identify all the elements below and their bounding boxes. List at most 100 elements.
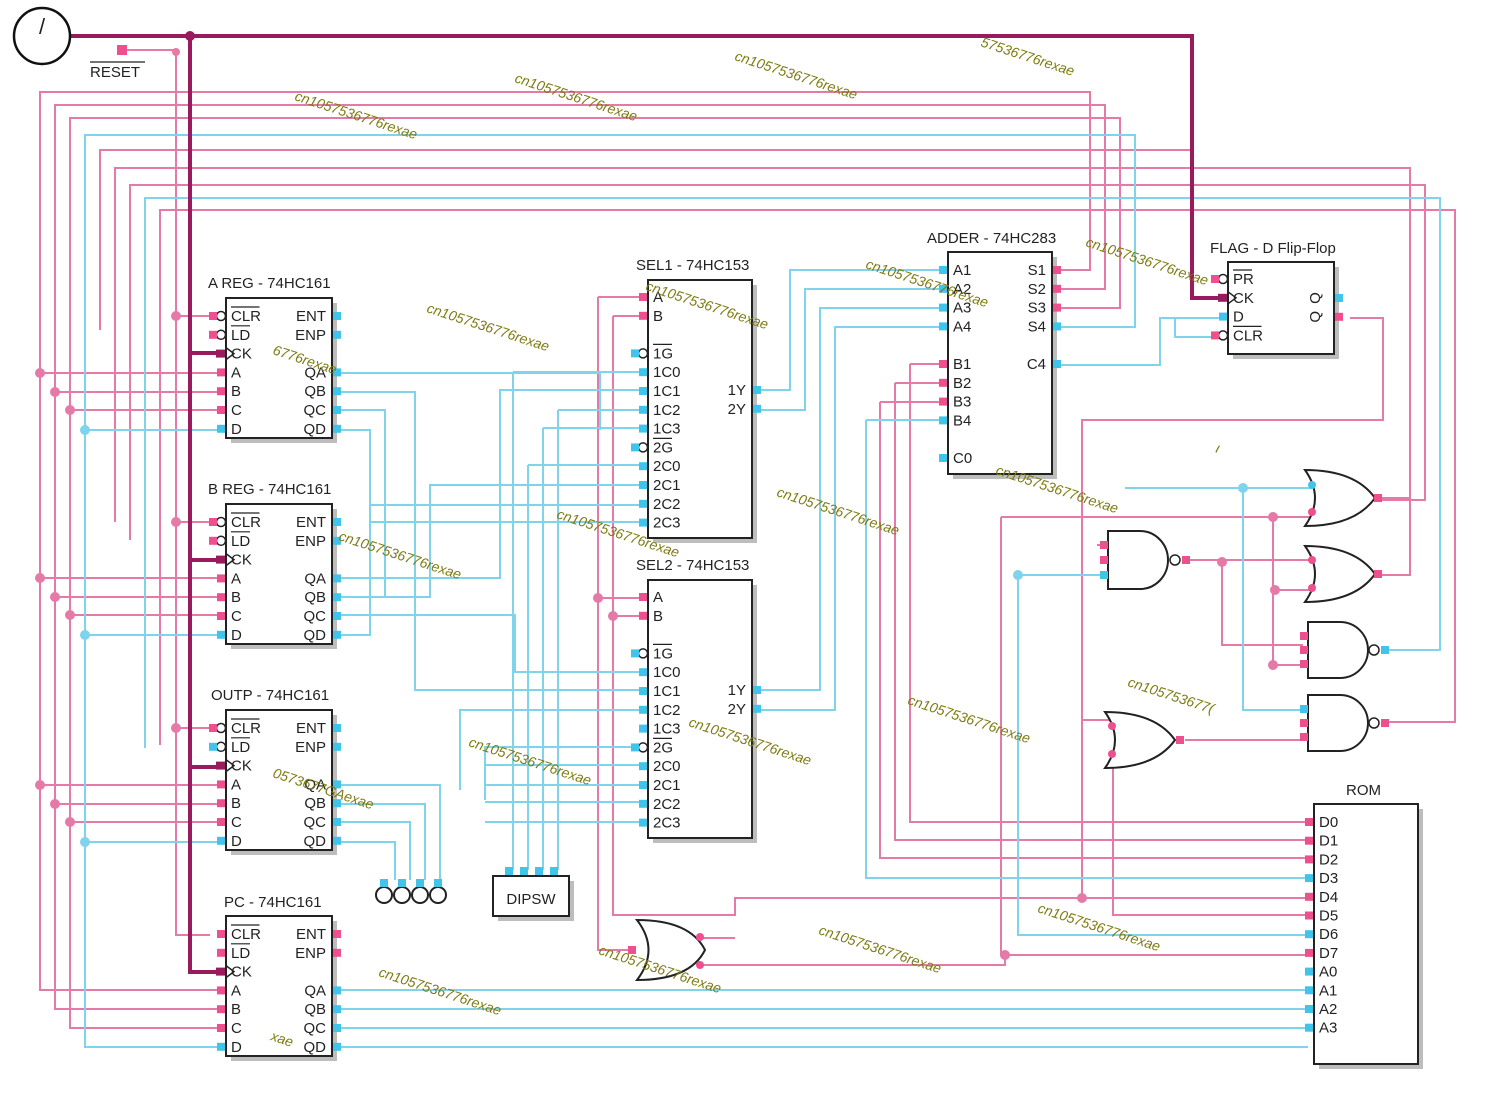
inverted-pin[interactable] — [637, 442, 649, 453]
pin[interactable] — [333, 424, 341, 433]
pin[interactable] — [217, 406, 225, 414]
pin[interactable] — [1305, 874, 1313, 883]
pin[interactable] — [333, 612, 341, 620]
pin[interactable] — [939, 454, 947, 462]
pin[interactable] — [217, 986, 225, 995]
or-gate-3[interactable] — [1103, 710, 1177, 770]
pin[interactable] — [217, 424, 225, 433]
pin[interactable] — [1053, 322, 1061, 331]
pin[interactable] — [939, 378, 947, 387]
clock-pin[interactable] — [216, 761, 225, 770]
pin[interactable] — [1305, 911, 1313, 920]
pin[interactable] — [209, 312, 217, 320]
nand-gate-1[interactable] — [1107, 530, 1181, 590]
pin[interactable] — [939, 284, 947, 293]
pin[interactable] — [639, 424, 647, 433]
pin[interactable] — [217, 1042, 225, 1051]
inverted-pin[interactable] — [1217, 330, 1229, 341]
pin[interactable] — [753, 686, 761, 694]
pin[interactable] — [209, 724, 217, 732]
pin[interactable] — [639, 593, 647, 601]
inverted-pin[interactable] — [637, 742, 649, 753]
pin[interactable] — [639, 311, 647, 320]
pin[interactable] — [333, 930, 341, 938]
pin[interactable] — [333, 368, 341, 377]
pin[interactable] — [217, 799, 225, 808]
pin[interactable] — [333, 574, 341, 583]
pin[interactable] — [217, 593, 225, 602]
pin[interactable] — [333, 387, 341, 396]
or-gate-1[interactable] — [1303, 468, 1410, 528]
pin[interactable] — [753, 704, 761, 713]
or-gate-2[interactable] — [1303, 544, 1377, 604]
pin[interactable] — [333, 630, 341, 639]
pin[interactable] — [1305, 892, 1313, 901]
pin[interactable] — [1305, 986, 1313, 995]
pin[interactable] — [333, 518, 341, 526]
chip-adder[interactable]: ADDER - 74HC283A1A2A3A4B1B2B3B4C0S1S2S3S… — [927, 230, 1061, 479]
inverted-pin[interactable] — [1217, 273, 1229, 285]
inverted-pin[interactable] — [215, 516, 227, 528]
pin[interactable] — [209, 536, 217, 545]
inverted-pin[interactable] — [215, 741, 227, 753]
pin[interactable] — [639, 762, 647, 771]
pin[interactable] — [333, 593, 341, 602]
pin[interactable] — [1053, 266, 1061, 274]
inverted-pin[interactable] — [215, 535, 227, 547]
pin[interactable] — [333, 724, 341, 732]
pin[interactable] — [639, 724, 647, 733]
reset-pin[interactable] — [117, 45, 127, 55]
pin[interactable] — [333, 742, 341, 751]
pin[interactable] — [639, 368, 647, 377]
pin[interactable] — [639, 799, 647, 808]
pin[interactable] — [333, 1024, 341, 1032]
pin[interactable] — [639, 293, 647, 301]
pin[interactable] — [639, 668, 647, 677]
pin[interactable] — [639, 499, 647, 508]
reset-switch[interactable]: RESET — [90, 45, 176, 81]
pin[interactable] — [209, 518, 217, 526]
clock-source-icon[interactable] — [12, 6, 72, 66]
pin[interactable] — [1211, 331, 1219, 340]
pin[interactable] — [639, 611, 647, 620]
pin[interactable] — [753, 404, 761, 413]
pin[interactable] — [1305, 855, 1313, 864]
pin[interactable] — [639, 705, 647, 714]
pin[interactable] — [1305, 967, 1313, 976]
clock-pin[interactable] — [216, 967, 225, 976]
clock-pin[interactable] — [216, 555, 225, 564]
pin[interactable] — [1211, 275, 1219, 283]
pin[interactable] — [217, 780, 225, 789]
pin[interactable] — [1305, 1023, 1313, 1032]
chip-sel1[interactable]: SEL1 - 74HC153AB1G1C01C11C21C32G2C02C12C… — [631, 257, 761, 543]
pin[interactable] — [639, 462, 647, 471]
pin[interactable] — [333, 312, 341, 320]
inverted-pin[interactable] — [637, 648, 649, 659]
pin[interactable] — [333, 1005, 341, 1014]
pin[interactable] — [1053, 360, 1061, 368]
pin[interactable] — [1305, 930, 1313, 939]
pin[interactable] — [639, 818, 647, 827]
pin[interactable] — [209, 330, 217, 339]
chip-sel2[interactable]: SEL2 - 74HC153AB1G1C01C11C21C32G2C02C12C… — [631, 557, 761, 843]
pin[interactable] — [217, 818, 225, 826]
pin[interactable] — [333, 799, 341, 808]
pin[interactable] — [217, 1024, 225, 1032]
pin[interactable] — [1305, 1005, 1313, 1013]
pin[interactable] — [217, 1005, 225, 1014]
pin[interactable] — [217, 948, 225, 957]
or-gate-4[interactable] — [634, 918, 707, 982]
pin[interactable] — [639, 781, 647, 789]
pin[interactable] — [631, 743, 639, 752]
pin[interactable] — [333, 818, 341, 826]
pin[interactable] — [333, 1042, 341, 1051]
inverted-pin[interactable] — [215, 310, 227, 322]
clock-pin[interactable] — [216, 349, 225, 358]
inverted-pin[interactable] — [637, 348, 649, 359]
pin[interactable] — [333, 406, 341, 414]
pin[interactable] — [217, 630, 225, 639]
pin[interactable] — [939, 266, 947, 274]
